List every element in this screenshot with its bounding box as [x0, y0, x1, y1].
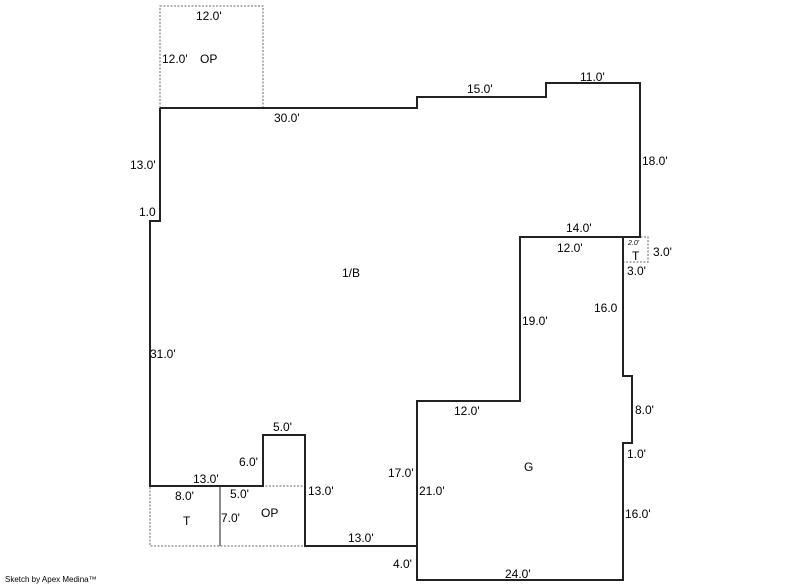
- dim-label: 2.0': [627, 240, 640, 247]
- area-label-garage: G: [524, 460, 533, 474]
- dim-label: 24.0': [505, 567, 531, 581]
- dim-label: 8.0': [175, 489, 194, 503]
- dim-label: 12.0': [196, 9, 222, 23]
- dim-label: 1.0': [627, 447, 646, 461]
- dim-label: 5.0': [230, 487, 249, 501]
- dim-label: 30.0': [274, 111, 300, 125]
- dim-label: 19.0': [522, 314, 548, 328]
- area-label-terrace-small: T: [632, 249, 640, 263]
- dim-label: 3.0': [627, 264, 646, 278]
- dim-label: 12.0': [454, 404, 480, 418]
- dim-label: 15.0': [467, 82, 493, 96]
- dim-label: 16.0': [625, 507, 651, 521]
- dim-label: 8.0': [635, 403, 654, 417]
- dim-label: 14.0': [566, 221, 592, 235]
- dim-label: 5.0': [273, 420, 292, 434]
- dim-label: 3.0': [653, 245, 672, 259]
- dim-label: 13.0': [193, 472, 219, 486]
- dim-label: 1.0: [139, 205, 156, 219]
- area-label-porch-bottom: OP: [261, 506, 278, 520]
- dim-label: 17.0': [388, 466, 414, 480]
- area-label-terrace-bottom: T: [183, 514, 191, 528]
- dim-label: 13.0': [130, 158, 156, 172]
- dim-label: 12.0': [162, 52, 188, 66]
- dim-label: 13.0': [308, 484, 334, 498]
- dim-label: 18.0': [642, 154, 668, 168]
- dim-label: 21.0': [419, 484, 445, 498]
- dim-label: 13.0': [348, 531, 374, 545]
- dim-label: 16.0: [594, 301, 618, 315]
- dim-label: 31.0': [150, 347, 176, 361]
- area-label-main: 1/B: [342, 266, 360, 280]
- garage-outline: [416, 236, 633, 581]
- dim-label: 12.0': [557, 241, 583, 255]
- dim-label: 4.0': [393, 557, 412, 571]
- dim-label: 6.0': [239, 455, 258, 469]
- dim-label: 11.0': [580, 70, 605, 84]
- dim-label: 7.0': [221, 511, 240, 525]
- sketch-credit: Sketch by Apex Medina™: [5, 575, 97, 584]
- area-label-porch-top: OP: [200, 52, 217, 66]
